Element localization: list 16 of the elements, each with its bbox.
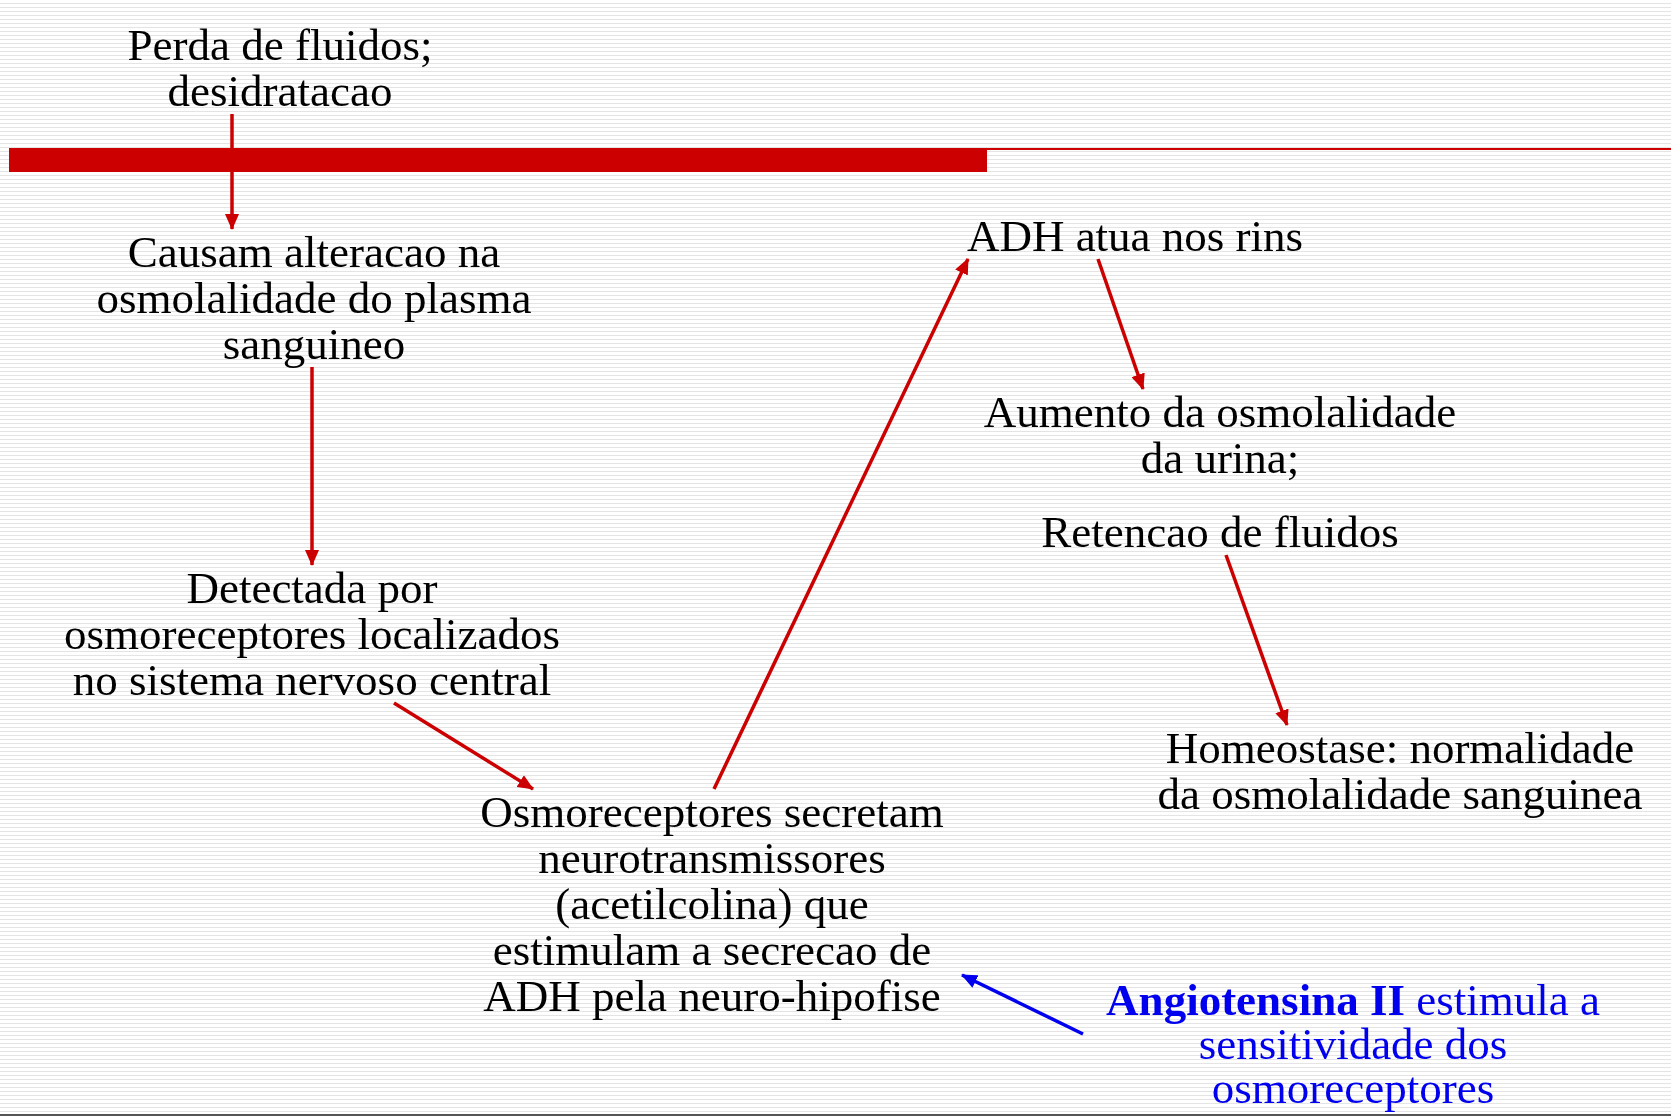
step-text: Homeostase: normalidade da osmolalidade sanguinea [1156,725,1644,817]
arrow [393,701,534,791]
step-text: Osmoreceptores secretam neurotransmissores (acetilcolina) que estimulam a secrecao de ADH pela neuro-hipofise [479,789,945,1019]
step-text: ADH atua nos rins [965,213,1305,259]
arrow [305,367,319,566]
arrow [961,973,1084,1036]
arrow [225,114,239,230]
arrow [1096,258,1145,390]
step-text: Causam alteracao na osmolalidade do plasma sanguineo [95,229,533,367]
step-text: Retencao de fluidos [1040,509,1400,555]
step-text: Aumento da osmolalidade da urina; [982,389,1458,481]
step-text: Angiotensina II estimula a sensitividade dos osmoreceptores [1105,978,1601,1110]
arrow [1224,554,1289,726]
step-text: Detectada por osmoreceptores localizados no sistema nervoso central [62,565,562,703]
arrow [712,258,970,790]
step-text: Perda de fluidos; desidratacao [126,22,434,114]
